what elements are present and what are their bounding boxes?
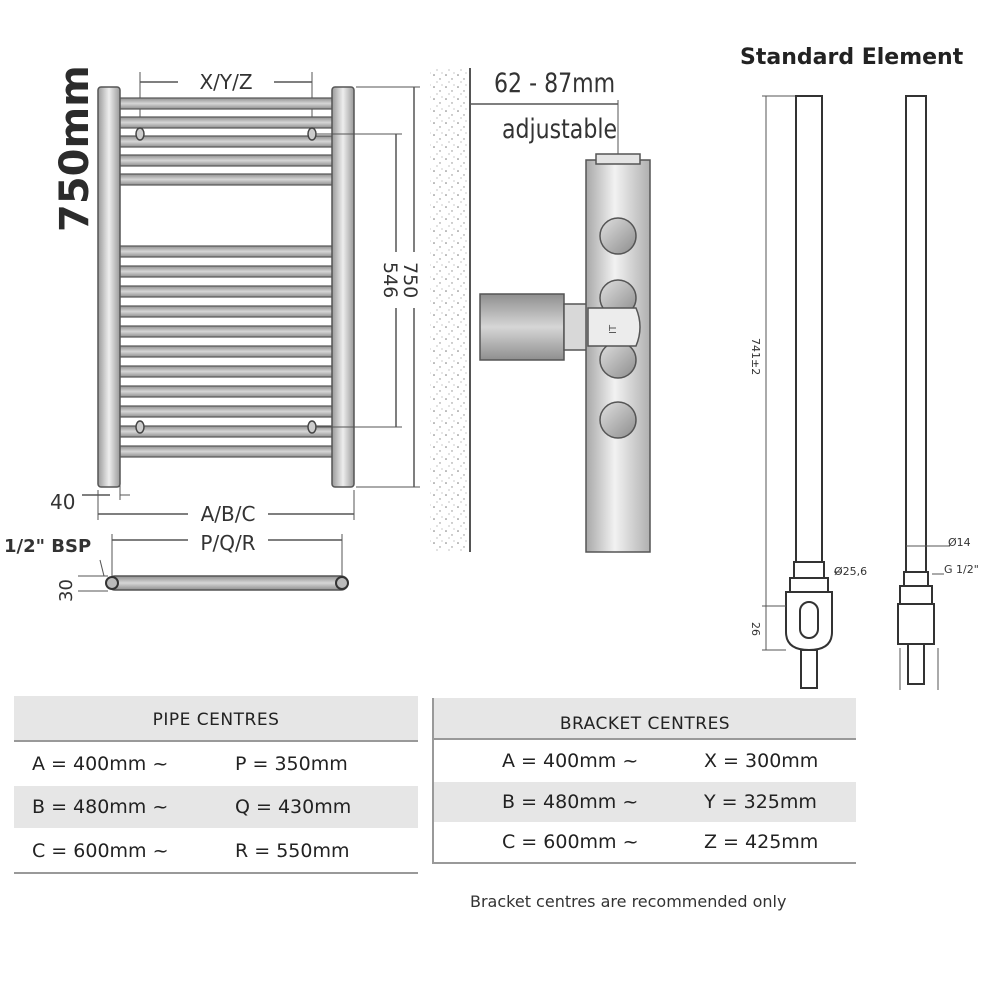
cell: X = 300mm — [704, 750, 819, 772]
radiator-bar — [117, 265, 335, 278]
standard-element: Standard Element 741±2 Ø25,6 26 Ø14 G 1/… — [740, 45, 979, 690]
radiator-bar — [117, 385, 335, 398]
distance-label: 62 - 87mm — [494, 67, 615, 98]
dim-40: 40 — [50, 490, 75, 514]
radiator-bar — [117, 325, 335, 338]
bracket-label: X/Y/Z — [199, 70, 252, 94]
radiator-bar — [117, 154, 335, 167]
element-cable — [907, 643, 925, 685]
radiator-bar — [117, 405, 335, 418]
adjustable-label: adjustable — [502, 113, 617, 144]
bracket-hole — [307, 127, 317, 141]
element-title: Standard Element — [740, 45, 964, 70]
right-rail — [331, 86, 355, 488]
table-row: B = 480mm ~ Q = 430mm — [14, 786, 418, 828]
cell: A = 400mm ~ — [502, 750, 639, 772]
side-view: 62 - 87mm adjustable IT — [430, 67, 651, 553]
table-row: A = 400mm ~ P = 350mm — [14, 740, 418, 786]
height-label: 750mm — [52, 65, 98, 232]
radiator-bar — [117, 135, 335, 148]
radiator-bar — [117, 365, 335, 378]
table-row: A = 400mm ~ X = 300mm — [434, 738, 856, 782]
cell: Z = 425mm — [704, 831, 819, 853]
radiator-bar — [117, 445, 335, 458]
technical-drawing: 750mm X/Y/Z 546 750 40 — [4, 45, 979, 690]
length-label: 741±2 — [749, 338, 762, 375]
cell: P = 350mm — [235, 753, 348, 775]
left-rail — [97, 86, 121, 488]
thread-label: G 1/2" — [944, 563, 979, 576]
cell: R = 550mm — [235, 840, 350, 862]
pipe-centres-table: PIPE CENTRES A = 400mm ~ P = 350mm B = 4… — [14, 696, 418, 874]
valve-port-right — [335, 576, 349, 590]
cell: C = 600mm ~ — [32, 840, 169, 862]
cell: B = 480mm ~ — [32, 796, 169, 818]
bracket-hole — [135, 127, 145, 141]
bracket-clamp — [587, 307, 641, 347]
element-cable — [800, 649, 818, 689]
table-row: C = 600mm ~ R = 550mm — [14, 828, 418, 874]
bar-end — [599, 401, 637, 439]
element-rod — [795, 95, 823, 567]
dim-546: 546 — [379, 262, 401, 298]
bracket-arm — [479, 293, 565, 361]
depth-30: 30 — [56, 579, 77, 602]
radiator-bar — [117, 97, 335, 110]
width-label-abc: A/B/C — [201, 502, 256, 526]
recommendation-note: Bracket centres are recommended only — [470, 892, 787, 911]
bracket-centres-title: BRACKET CENTRES — [434, 698, 856, 738]
radiator-bar — [117, 345, 335, 358]
element-rod — [905, 95, 927, 573]
table-row: C = 600mm ~ Z = 425mm — [434, 822, 856, 864]
bar-end — [599, 341, 637, 379]
bar-end — [599, 217, 637, 255]
bottom-pipe — [107, 575, 349, 591]
radiator-bar — [117, 173, 335, 186]
cell: Y = 325mm — [704, 791, 817, 813]
radiator-bar — [117, 116, 335, 129]
pipe-centres-title: PIPE CENTRES — [14, 696, 418, 740]
width-label-pqr: P/Q/R — [200, 531, 255, 555]
bsp-label: 1/2" BSP — [4, 536, 91, 557]
dia-14-label: Ø14 — [948, 536, 971, 549]
dim-26: 26 — [749, 622, 762, 636]
radiator-bar — [117, 285, 335, 298]
radiator-front-view: 750mm X/Y/Z 546 750 40 — [4, 65, 428, 602]
cell: Q = 430mm — [235, 796, 352, 818]
wall — [430, 68, 470, 552]
radiator-bars — [117, 97, 335, 458]
cell: B = 480mm ~ — [502, 791, 639, 813]
cell: C = 600mm ~ — [502, 831, 639, 853]
element-head — [897, 603, 935, 645]
bracket-hole — [135, 420, 145, 434]
dim-750: 750 — [399, 262, 421, 298]
table-row: B = 480mm ~ Y = 325mm — [434, 782, 856, 822]
dia-25-label: Ø25,6 — [834, 565, 867, 578]
svg-text:IT: IT — [608, 324, 619, 334]
radiator-bar — [117, 425, 335, 438]
bracket-centres-table: BRACKET CENTRES A = 400mm ~ X = 300mm B … — [432, 698, 856, 864]
cell: A = 400mm ~ — [32, 753, 169, 775]
radiator-bar — [117, 245, 335, 258]
valve-port-left — [105, 576, 119, 590]
bracket-hole — [307, 420, 317, 434]
radiator-bar — [117, 305, 335, 318]
